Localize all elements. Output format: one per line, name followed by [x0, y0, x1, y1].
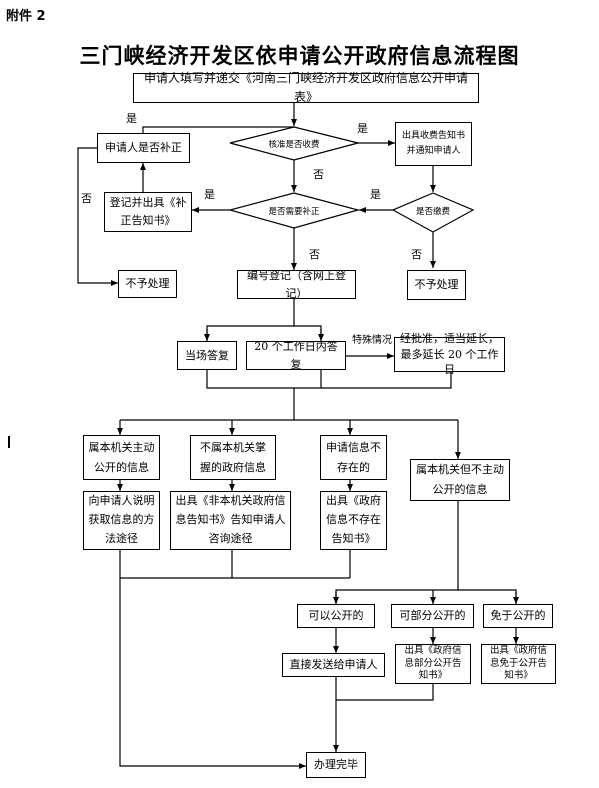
decision-paid-label: 是否缴费 [415, 207, 451, 217]
label-yes-need-fix: 是 [204, 188, 215, 201]
page-title: 三门峡经济开发区依申请公开政府信息流程图 [79, 43, 520, 68]
done-box: 办理完毕 [306, 752, 366, 778]
submit-application-box: 申请人填写并递交《河南三门峡经济开发区政府信息公开申请表》 [133, 71, 479, 104]
register-notice-box: 登记并出具《补正告知书》 [104, 192, 192, 232]
extension-box: 经批准，适当延长，最多延长 20 个工作日 [394, 332, 505, 376]
not-exist-box: 申请信息不存在的 [320, 435, 387, 480]
not-held-notice-box: 出具《非本机关政府信息告知书》告知申请人咨询途径 [170, 491, 291, 550]
label-yes-top-left: 是 [126, 112, 137, 125]
number-register-box: 编号登记（含网上登记） [237, 269, 356, 300]
send-directly-box: 直接发送给申请人 [282, 653, 385, 677]
label-yes-paid: 是 [370, 188, 381, 201]
not-active-disclosure-box: 属本机关但不主动公开的信息 [410, 459, 510, 501]
exempt-notice-box: 出具《政府信息免于公开告知书》 [481, 644, 556, 684]
decision-check-fee-label: 核准是否收费 [268, 140, 320, 150]
exempt-disclose-box: 免于公开的 [483, 604, 553, 628]
active-disclosure-box: 属本机关主动公开的信息 [83, 435, 160, 480]
label-yes-fee: 是 [357, 122, 368, 135]
not-exist-notice-box: 出具《政府信息不存在告知书》 [320, 491, 387, 550]
can-disclose-box: 可以公开的 [297, 604, 375, 628]
reject-right-box: 不予处理 [407, 270, 466, 300]
label-no-supplement: 否 [81, 192, 92, 205]
label-no-fee: 否 [313, 168, 324, 181]
immediate-reply-box: 当场答复 [177, 341, 237, 370]
fee-notice-box: 出具收费告知书并通知申请人 [395, 122, 472, 166]
label-no-need-fix: 否 [309, 248, 320, 261]
attachment-label: 附件 2 [6, 9, 46, 24]
label-special-case: 特殊情况 [352, 335, 392, 346]
margin-mark [8, 436, 10, 448]
label-no-paid: 否 [411, 248, 422, 261]
reject-left-box: 不予处理 [118, 270, 177, 298]
supplement-question-box: 申请人是否补正 [97, 133, 190, 163]
not-held-box: 不属本机关掌握的政府信息 [190, 435, 276, 480]
partial-disclose-box: 可部分公开的 [391, 604, 474, 628]
partial-notice-box: 出具《政府信息部分公开告知书》 [395, 644, 471, 684]
decision-need-fix-label: 是否需要补正 [268, 207, 320, 217]
reply-within-20-days-box: 20 个工作日内答复 [246, 340, 346, 371]
explain-method-box: 向申请人说明获取信息的方法途径 [83, 491, 160, 550]
